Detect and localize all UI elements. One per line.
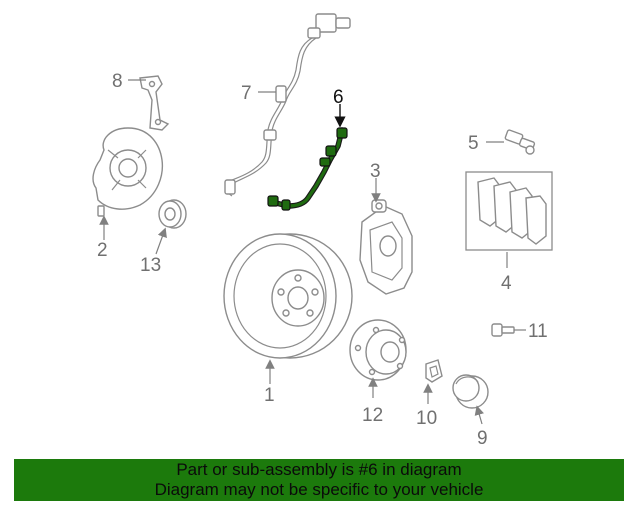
leader-lines — [99, 79, 526, 425]
callout-7: 7 — [241, 83, 252, 104]
info-banner: Part or sub-assembly is #6 in diagram Di… — [14, 459, 624, 501]
callout-13: 13 — [140, 255, 161, 276]
part-11-bolt[interactable] — [491, 323, 515, 337]
part-2-splash-shield[interactable] — [92, 127, 164, 217]
callout-10: 10 — [416, 408, 437, 429]
callout-1: 1 — [264, 385, 275, 406]
callout-2: 2 — [97, 240, 108, 261]
part-13-seal[interactable] — [158, 199, 187, 229]
part-5-sensor[interactable] — [504, 129, 536, 155]
callout-11: 11 — [528, 321, 548, 342]
part-10-cap[interactable] — [425, 359, 443, 383]
part-12-hub[interactable] — [349, 319, 407, 381]
part-1-brake-rotor[interactable] — [223, 233, 353, 359]
banner-line-1: Part or sub-assembly is #6 in diagram — [176, 460, 462, 479]
part-6-brake-hose[interactable] — [267, 127, 348, 211]
part-3-caliper[interactable] — [359, 199, 413, 295]
callout-9: 9 — [477, 428, 488, 449]
banner-line-2: Diagram may not be specific to your vehi… — [154, 480, 484, 499]
callout-8: 8 — [112, 71, 123, 92]
callout-5: 5 — [468, 133, 479, 154]
part-4-brake-pads[interactable] — [465, 171, 553, 251]
callout-12: 12 — [362, 405, 383, 426]
parts-diagram: 8 7 6 5 3 2 13 4 11 1 12 10 9 — [92, 13, 553, 449]
callout-4: 4 — [501, 273, 512, 294]
callout-3: 3 — [370, 161, 381, 182]
callout-6: 6 — [333, 87, 344, 108]
part-9-dust-cap[interactable] — [452, 374, 489, 409]
part-8-bracket[interactable] — [139, 75, 170, 131]
part-7-sensor-cable[interactable] — [224, 13, 351, 197]
